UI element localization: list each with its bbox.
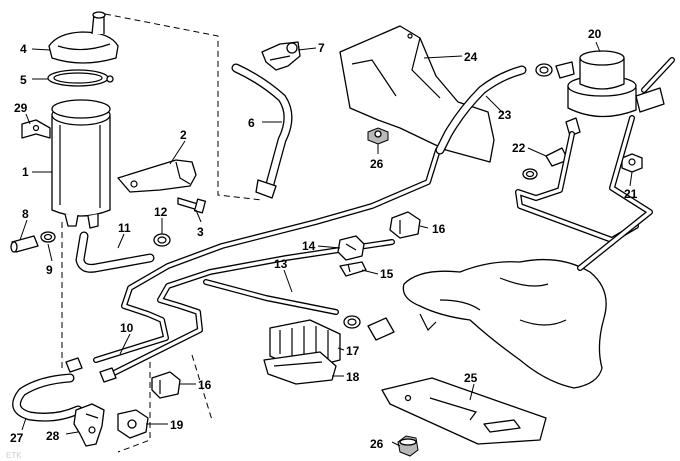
callout-25: 25: [464, 371, 478, 385]
expansion-tank-pipes: [515, 115, 653, 271]
callout-16-lower: 16: [198, 378, 212, 392]
callout-13: 13: [274, 257, 288, 271]
callout-8: 8: [22, 207, 29, 221]
callout-27: 27: [10, 431, 24, 445]
callout-5: 5: [20, 73, 27, 87]
canister-bracket-small: [21, 119, 51, 139]
hose-clamp-9: [40, 231, 56, 243]
expansion-tank: [555, 50, 675, 137]
vent-hose-6: [231, 63, 293, 199]
plate-25: [381, 377, 547, 445]
callout-20: 20: [588, 27, 602, 41]
loop-hose-27: [12, 373, 83, 422]
callout-22: 22: [512, 141, 526, 155]
callout-24: 24: [464, 50, 478, 64]
bolt: [177, 197, 207, 214]
callout-12: 12: [154, 205, 168, 219]
callout-28: 28: [46, 429, 60, 443]
fuel-tank-outline: [402, 258, 607, 389]
charcoal-canister: [51, 99, 111, 229]
nut-26-lower: [397, 435, 419, 457]
bracket-28: [73, 403, 105, 447]
pipe-13: [203, 279, 339, 315]
callout-19: 19: [170, 418, 184, 432]
watermark-text: ETK: [6, 451, 22, 460]
callout-14: 14: [302, 239, 316, 253]
clip-15: [339, 261, 367, 277]
callout-18: 18: [346, 370, 360, 384]
carrier-18: [263, 351, 337, 385]
canister-clamp-ring: [47, 69, 114, 87]
bent-hose-11: [75, 231, 155, 273]
hose-piece-8: [10, 235, 39, 253]
callout-11: 11: [118, 221, 131, 235]
hose-piece-22: [522, 147, 569, 180]
callout-1: 1: [22, 165, 29, 179]
nut-26-upper: [367, 127, 389, 145]
callout-10: 10: [120, 321, 134, 335]
pipes-10: [65, 357, 117, 383]
callout-29: 29: [14, 101, 28, 115]
callout-21: 21: [624, 187, 638, 201]
callout-16-upper: 16: [432, 222, 446, 236]
nut-21: [621, 153, 643, 173]
clip-14: [337, 235, 365, 261]
clip-19: [117, 409, 149, 439]
callout-3: 3: [197, 225, 204, 239]
clip-7: [261, 41, 301, 71]
callout-15: 15: [380, 267, 394, 281]
heat-shield-cover: [339, 25, 495, 163]
rubber-holder-16-lower: [151, 371, 181, 399]
holder-bracket: [117, 159, 197, 193]
callout-17: 17: [346, 344, 360, 358]
fuel-lines: [93, 147, 441, 377]
callout-4: 4: [20, 42, 27, 56]
connector-hose: [343, 315, 395, 341]
callout-26-lower: 26: [370, 437, 384, 451]
leader-lines: [19, 41, 633, 447]
rubber-holder-16-upper: [389, 211, 421, 239]
callout-23: 23: [498, 108, 512, 122]
hose-clamp-12: [153, 233, 171, 247]
callout-6: 6: [248, 116, 255, 130]
callout-2: 2: [180, 128, 187, 142]
callout-7: 7: [318, 41, 325, 55]
callout-26-upper: 26: [370, 157, 384, 171]
callout-labels: 4 5 29 1 2 3 6 7 8 9 11 12 10 13 14 15 1…: [6, 27, 638, 460]
canister-cover: [48, 11, 119, 64]
callout-9: 9: [46, 263, 53, 277]
hose-23: [435, 63, 553, 155]
